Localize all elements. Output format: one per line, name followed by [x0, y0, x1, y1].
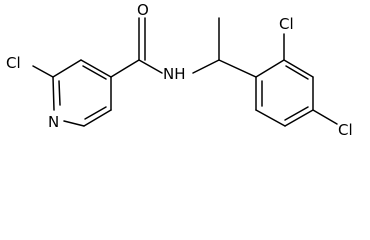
bond-c5-c6-inner: [84, 106, 107, 120]
atom-label-cl-pyridine: Cl: [6, 54, 21, 72]
bond-para-cl: [312, 109, 338, 125]
bond-n-ch: [192, 59, 220, 74]
atom-label-cl-ortho: Cl: [279, 15, 294, 33]
bond-c4-c5-benz-inner: [284, 106, 309, 121]
bond-c2-c3: [52, 59, 82, 78]
bond-n-c2: [52, 76, 55, 111]
bond-c4-carbonyl: [110, 59, 140, 78]
bond-c2-cl: [32, 65, 54, 78]
bond-c5-c6-benz: [255, 109, 286, 127]
atom-label-o-carbonyl: O: [137, 1, 149, 19]
bond-c3-c4: [80, 59, 112, 78]
bond-carbonyl-n: [138, 59, 163, 74]
bond-ch-ring: [218, 59, 257, 78]
bond-c5-c6: [83, 109, 112, 127]
bond-c1-c2: [255, 59, 285, 78]
atom-label-n-pyridine: N: [48, 113, 59, 131]
amide-group: [110, 17, 163, 78]
molecule-diagram: Cl N O NH Cl Cl: [6, 1, 353, 137]
pyridine-ring: [52, 59, 112, 127]
bond-c6-n: [63, 120, 85, 127]
bond-c2-c3-benz-inner: [285, 65, 309, 80]
bond-c2-c3-benz: [283, 59, 314, 78]
ethyl-linker: [192, 17, 257, 78]
bond-n-c2-inner: [58, 80, 61, 106]
bond-c4-c5-benz: [284, 109, 314, 127]
atom-label-nh-amide: NH: [163, 65, 186, 83]
bond-c3-c4-inner: [82, 65, 107, 80]
atom-label-cl-para: Cl: [338, 121, 353, 137]
dichlorophenyl-ring: [255, 59, 314, 127]
